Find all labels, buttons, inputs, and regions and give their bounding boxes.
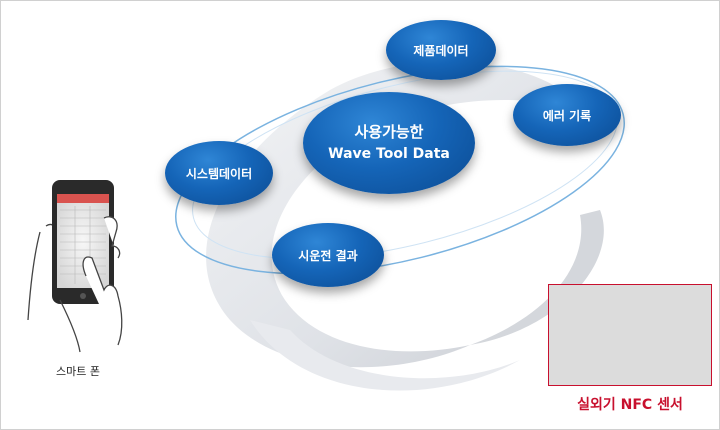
smartphone-label: 스마트 폰 <box>56 365 100 378</box>
nfc-sensor-photo-frame <box>548 284 712 386</box>
error-log-label: 에러 기록 <box>542 108 592 123</box>
error-log-bubble: 에러 기록 <box>513 84 621 146</box>
product-data-label: 제품데이터 <box>413 43 469 58</box>
swoosh-shape <box>206 61 604 391</box>
center-subtitle: Wave Tool Data <box>328 146 450 162</box>
product-data-bubble: 제품데이터 <box>386 20 496 80</box>
trial-run-result-label: 시운전 결과 <box>298 248 358 263</box>
smartphone-illustration <box>27 180 123 353</box>
system-data-bubble: 시스템데이터 <box>165 141 273 205</box>
nfc-sensor-label: 실외기 NFC 센서 <box>577 397 683 413</box>
center-bubble: 사용가능한 Wave Tool Data <box>303 92 475 194</box>
center-title: 사용가능한 <box>354 123 424 141</box>
trial-run-result-bubble: 시운전 결과 <box>272 223 384 287</box>
system-data-label: 시스템데이터 <box>185 166 253 181</box>
